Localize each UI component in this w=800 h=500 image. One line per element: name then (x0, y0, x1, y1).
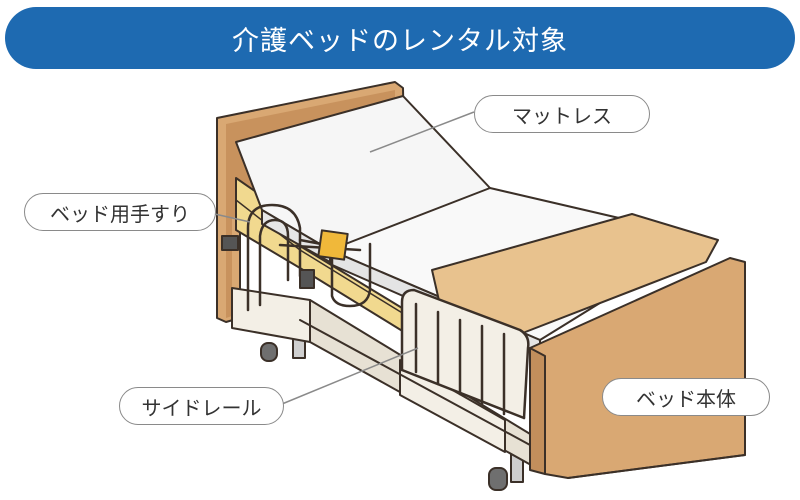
label-side-rail: サイドレール (119, 387, 284, 425)
label-handrail: ベッド用手すり (24, 193, 216, 231)
label-mattress: マットレス (474, 95, 650, 133)
handrail-clip (318, 230, 347, 259)
label-bed-body: ベッド本体 (602, 378, 770, 416)
